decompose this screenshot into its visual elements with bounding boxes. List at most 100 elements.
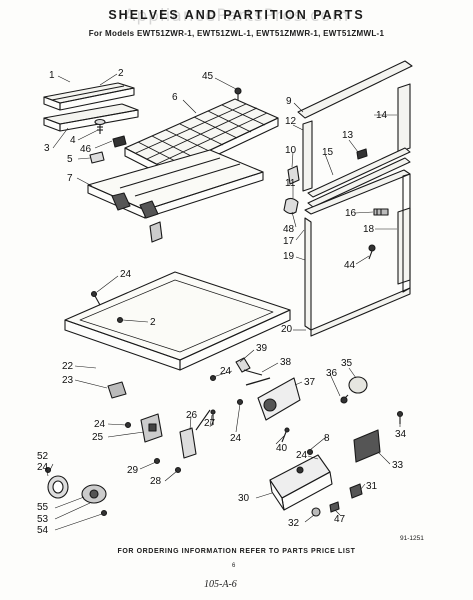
handwritten-note: 105-A-6	[204, 579, 237, 590]
part-30-control-assembly	[269, 454, 333, 511]
callout-24: 24	[120, 269, 132, 280]
leader-lines	[46, 73, 401, 531]
callout-6: 6	[172, 92, 178, 103]
callout-26: 26	[186, 410, 198, 421]
part-11-bracket	[283, 197, 299, 215]
callout-44: 44	[344, 260, 356, 271]
callout-36: 36	[326, 368, 338, 379]
part-47-clip	[329, 501, 340, 513]
callout-2: 2	[118, 68, 124, 79]
part-22-glass-shelf	[64, 271, 291, 371]
callout-30: 30	[238, 493, 250, 504]
model-list: For Models EWT51ZWR-1, EWT51ZWL-1, EWT51…	[88, 29, 385, 38]
part-1-shelf-trim	[43, 82, 135, 111]
diagram-code: 91-1251	[400, 535, 424, 542]
part-24-screw-top	[90, 290, 98, 298]
callout-29: 29	[127, 465, 139, 476]
callout-55: 55	[37, 502, 49, 513]
part-52-light-socket	[47, 475, 69, 499]
callout-53: 53	[37, 514, 49, 525]
callout-13: 13	[342, 130, 354, 141]
callout-4: 4	[70, 135, 76, 146]
part-24-screws	[44, 374, 314, 474]
part-12-partition-trim	[302, 120, 313, 192]
part-44-screw	[368, 244, 376, 260]
callout-1: 1	[49, 70, 55, 81]
callout-24: 24	[220, 366, 232, 377]
callout-3: 3	[44, 143, 50, 154]
callout-52: 52	[37, 451, 49, 462]
callout-17: 17	[283, 236, 295, 247]
callout-2: 2	[150, 317, 156, 328]
part-39-hinge-pin	[235, 357, 263, 376]
callout-8: 8	[324, 433, 330, 444]
part-10-bracket	[287, 165, 300, 185]
callout-10: 10	[285, 145, 297, 156]
callout-16: 16	[345, 208, 357, 219]
diagram-title: SHELVES AND PARTITION PARTS	[108, 8, 365, 22]
callout-47: 47	[334, 514, 346, 525]
ordering-note: FOR ORDERING INFORMATION REFER TO PARTS …	[117, 548, 356, 555]
part-2-screw	[116, 316, 124, 324]
callout-31: 31	[366, 481, 378, 492]
part-7-shelf-frame	[87, 149, 264, 243]
callout-18: 18	[363, 224, 375, 235]
part-46-clip	[112, 135, 127, 148]
callout-24: 24	[296, 450, 308, 461]
callout-25: 25	[92, 432, 104, 443]
part-54-screw	[100, 509, 108, 517]
callout-34: 34	[395, 429, 407, 440]
part-23-support-bracket	[107, 381, 127, 399]
part-53-socket-housing	[81, 484, 107, 504]
callout-48: 48	[283, 224, 295, 235]
part-37-control-housing	[257, 377, 301, 421]
callout-22: 22	[62, 361, 74, 372]
callout-12: 12	[285, 116, 297, 127]
part-4-screw	[94, 118, 106, 134]
callout-24: 24	[230, 433, 242, 444]
callout-46: 46	[80, 144, 92, 155]
callout-45: 45	[202, 71, 214, 82]
part-3-shelf-trim	[43, 103, 139, 132]
callout-28: 28	[150, 476, 162, 487]
part-26-bracket	[179, 409, 211, 459]
watermark: AppliancePartsPros.com	[123, 6, 350, 26]
callout-15: 15	[322, 147, 334, 158]
part-27-screw	[210, 409, 216, 425]
part-38-rod	[245, 377, 271, 386]
callout-39: 39	[256, 343, 268, 354]
callout-20: 20	[281, 324, 293, 335]
callout-33: 33	[392, 460, 404, 471]
callout-32: 32	[288, 518, 300, 529]
part-40-screw	[281, 427, 290, 443]
part-13-clip	[356, 148, 368, 160]
part-45-screw	[234, 87, 242, 100]
part-35-knob	[340, 376, 368, 404]
callout-24: 24	[94, 419, 106, 430]
part-14-partition-panel	[397, 83, 411, 153]
part-25-damper	[140, 413, 163, 443]
callout-37: 37	[304, 377, 316, 388]
callout-7: 7	[67, 173, 73, 184]
part-32-knob	[311, 507, 321, 517]
part-16-screw	[373, 208, 389, 216]
callout-40: 40	[276, 443, 288, 454]
part-15-center-partition	[307, 147, 411, 208]
callout-27: 27	[204, 418, 216, 429]
part-9-partition-strip	[297, 60, 413, 119]
callout-38: 38	[280, 357, 292, 368]
callout-54: 54	[37, 525, 49, 536]
part-33-cover-plate	[353, 429, 381, 463]
callout-19: 19	[283, 251, 295, 262]
page-number: 6	[232, 563, 236, 569]
callout-35: 35	[341, 358, 353, 369]
part-31-clip	[349, 483, 363, 499]
callout-24: 24	[37, 462, 49, 473]
callout-9: 9	[286, 96, 292, 107]
callout-23: 23	[62, 375, 74, 386]
part-18-right-panel	[397, 207, 411, 285]
callout-14: 14	[376, 110, 388, 121]
